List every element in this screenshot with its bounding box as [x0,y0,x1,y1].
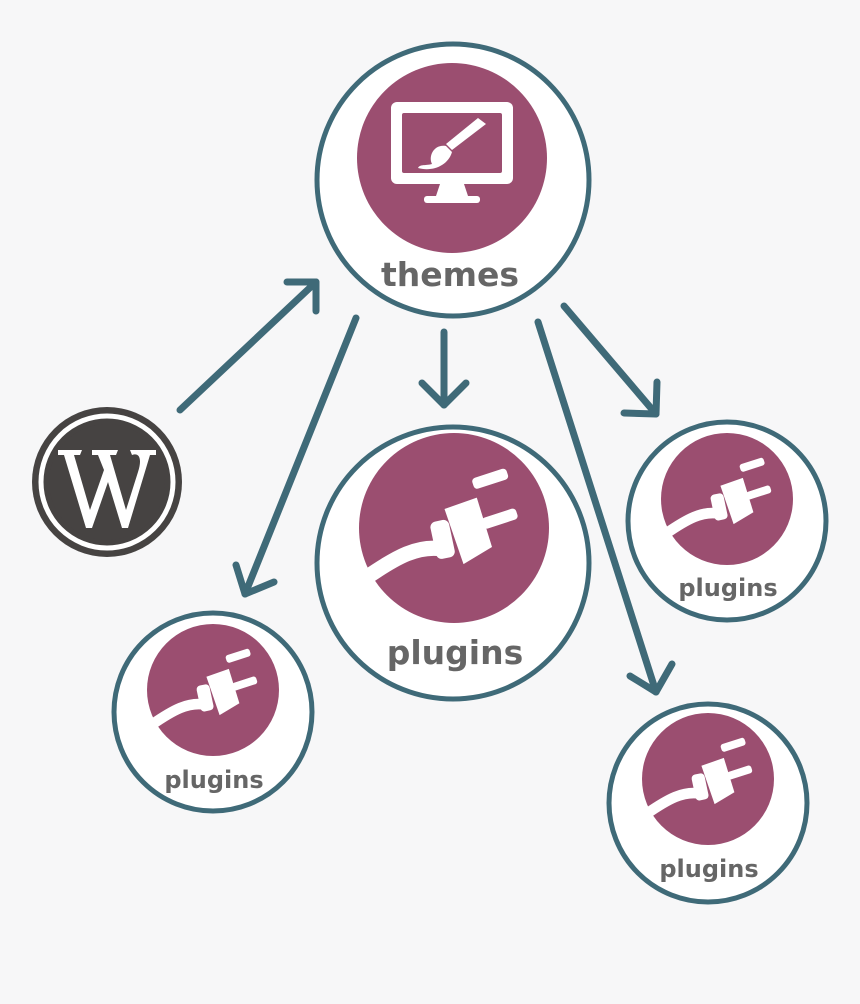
node-themes-label: themes [381,255,519,294]
node-plugins-right-top: plugins [625,419,829,623]
arrow-themes-to-plugins-left [232,314,360,598]
monitor-paintbrush-icon [391,102,513,203]
node-plugins-center-label: plugins [387,633,524,672]
arrow-themes-to-plugins-right-bottom [534,318,676,696]
node-themes: themes [314,41,592,319]
arrow-wordpress-to-themes [176,278,320,414]
edges [176,278,676,696]
node-plugins-right-top-label: plugins [678,574,777,602]
node-plugins-left-label: plugins [164,766,263,794]
node-plugins-center: plugins [314,424,592,702]
node-plugins-right-bottom-label: plugins [659,855,758,883]
wordpress-logo-icon [32,407,182,557]
node-plugins-right-bottom: plugins [606,701,810,905]
node-plugins-left: plugins [111,610,315,814]
arrow-themes-to-plugins-right-top [560,302,661,418]
arrow-themes-to-plugins-center [418,328,470,409]
